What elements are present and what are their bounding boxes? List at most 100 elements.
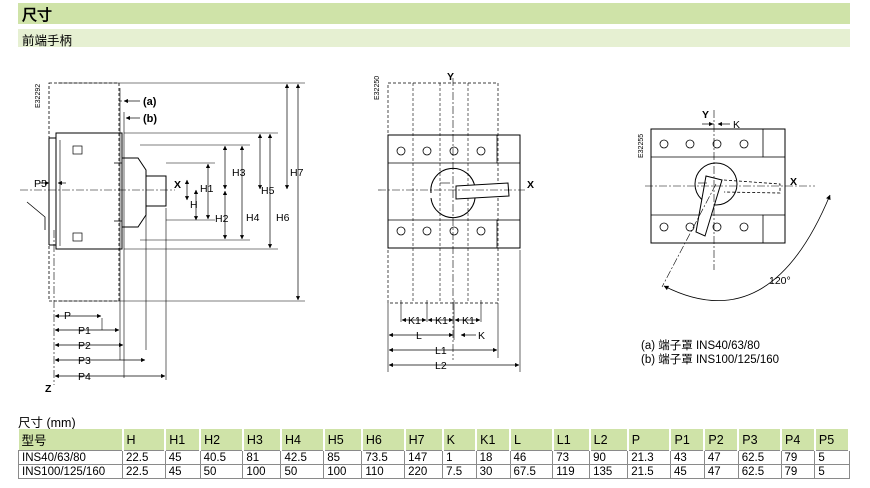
cell-l: 46: [509, 450, 554, 465]
dim-p1-label: P1: [78, 325, 91, 337]
header-h2: H2: [200, 429, 244, 451]
table-row: INS40/63/80 22.5 45 40.5 81 42.5 85 73.5…: [18, 450, 850, 465]
dim-h7-label: H7: [290, 167, 304, 179]
rotation-dim-k-label: K: [733, 119, 740, 131]
header-p: P: [627, 429, 672, 451]
cell-l1: 119: [552, 464, 591, 479]
callout-b: (b): [143, 113, 157, 125]
cell-l: 67.5: [509, 464, 554, 479]
cell-h3: 100: [242, 464, 282, 479]
side-view-drawing: [20, 82, 305, 385]
cell-h4: 50: [280, 464, 325, 479]
header-l: L: [510, 429, 554, 451]
rotation-view-drawing: [645, 110, 831, 301]
cell-h7: 220: [404, 464, 444, 479]
dim-h2-label: H2: [215, 213, 229, 225]
cell-h6: 73.5: [361, 450, 406, 465]
cell-l2: 135: [589, 464, 629, 479]
subtitle-bar: 前端手柄: [18, 29, 850, 48]
header-l1: L1: [552, 429, 591, 451]
terminal-cover-legend: (a) 端子罩 INS40/63/80 (b) 端子罩 INS100/125/1…: [641, 339, 779, 367]
side-view-ref: E32292: [35, 84, 42, 108]
front-view-ref: E32250: [374, 76, 381, 100]
dim-l1-label: L1: [435, 345, 447, 357]
front-axis-y-label: Y: [447, 71, 454, 83]
cell-h: 22.5: [122, 464, 166, 479]
cell-p5: 5: [814, 450, 850, 465]
cell-k: 7.5: [442, 464, 477, 479]
cell-h4: 42.5: [280, 450, 325, 465]
dim-h6-label: H6: [276, 212, 290, 224]
dim-k1-label-3: K1: [462, 315, 475, 327]
dim-p4-label: P4: [78, 371, 91, 383]
header-k1: K1: [476, 429, 512, 451]
cell-h2: 40.5: [199, 450, 244, 465]
cell-p1: 45: [669, 464, 705, 479]
rotation-axis-y-label: Y: [702, 109, 709, 121]
cell-p2: 47: [703, 450, 739, 465]
dim-k1-label-2: K1: [435, 315, 448, 327]
dim-p5-label: P5: [34, 178, 47, 190]
front-view-labels: E32250 Y X K1 K1 K1 K L L1 L2: [374, 71, 534, 372]
rotation-axis-x-label: X: [790, 176, 797, 188]
table-title: 尺寸 (mm): [18, 416, 76, 430]
dim-p-label: P: [64, 310, 71, 322]
axis-z-label: Z: [45, 383, 52, 395]
section-subtitle: 前端手柄: [22, 34, 73, 48]
technical-drawing: E32292 (a) (b) P5 X H1 H H2 H3 H4 H5 H6 …: [20, 71, 831, 395]
cell-p: 21.5: [627, 464, 671, 479]
dim-h3-label: H3: [232, 167, 246, 179]
cell-h6: 110: [361, 464, 406, 479]
rotation-angle-label: 120°: [769, 275, 791, 287]
front-view-drawing: [378, 78, 525, 372]
section-title-bar: 尺寸: [18, 3, 850, 24]
dimensions-table: 型号 H H1 H2 H3 H4 H5 H6 H7 K K1 L L1 L2 P…: [18, 429, 851, 479]
header-h3: H3: [242, 429, 282, 451]
header-k: K: [442, 429, 478, 451]
cell-h: 22.5: [122, 450, 166, 465]
cell-p: 21.3: [627, 450, 671, 465]
header-h7: H7: [404, 429, 444, 451]
cell-l2: 90: [589, 450, 629, 465]
header-p5: P5: [814, 429, 851, 451]
cell-l1: 73: [552, 450, 591, 465]
cell-p4: 79: [780, 450, 816, 465]
section-title: 尺寸: [22, 7, 53, 24]
dim-l2-label: L2: [435, 360, 447, 372]
cell-k1: 30: [475, 464, 511, 479]
header-h6: H6: [361, 429, 406, 451]
header-l2: L2: [589, 429, 629, 451]
cell-h1: 45: [164, 464, 201, 479]
dim-p3-label: P3: [78, 355, 91, 367]
cell-model: INS100/125/160: [18, 464, 123, 479]
header-h1: H1: [165, 429, 202, 451]
cell-p5: 5: [814, 464, 850, 479]
rotation-view-ref: E32255: [638, 134, 645, 158]
table-row: INS100/125/160 22.5 45 50 100 50 100 110…: [18, 464, 850, 479]
legend-item-a: (a) 端子罩 INS40/63/80: [641, 340, 760, 352]
header-h: H: [122, 429, 167, 451]
header-p1: P1: [670, 429, 706, 451]
side-view-labels: E32292 (a) (b) P5 X H1 H H2 H3 H4 H5 H6 …: [34, 84, 304, 395]
callout-a: (a): [143, 96, 157, 108]
cell-h3: 81: [242, 450, 282, 465]
cell-h7: 147: [404, 450, 444, 465]
dim-k1-label-1: K1: [408, 315, 421, 327]
cell-p4: 79: [780, 464, 816, 479]
dim-k-label: K: [478, 330, 485, 342]
cell-model: INS40/63/80: [18, 450, 123, 465]
dim-h5-label: H5: [261, 185, 275, 197]
header-model: 型号: [18, 429, 124, 451]
cell-k1: 18: [475, 450, 511, 465]
cell-h1: 45: [164, 450, 201, 465]
header-p3: P3: [738, 429, 783, 451]
axis-x-label: X: [174, 179, 181, 191]
rotation-view-labels: E32255 Y X K 120°: [638, 109, 797, 287]
dim-h1-label: H1: [200, 183, 214, 195]
dim-h4-label: H4: [246, 212, 260, 224]
cell-h2: 50: [199, 464, 244, 479]
cell-p1: 43: [669, 450, 705, 465]
legend-item-b: (b) 端子罩 INS100/125/160: [641, 354, 780, 366]
dim-l-label: L: [416, 330, 422, 342]
cell-p3: 62.5: [737, 464, 782, 479]
